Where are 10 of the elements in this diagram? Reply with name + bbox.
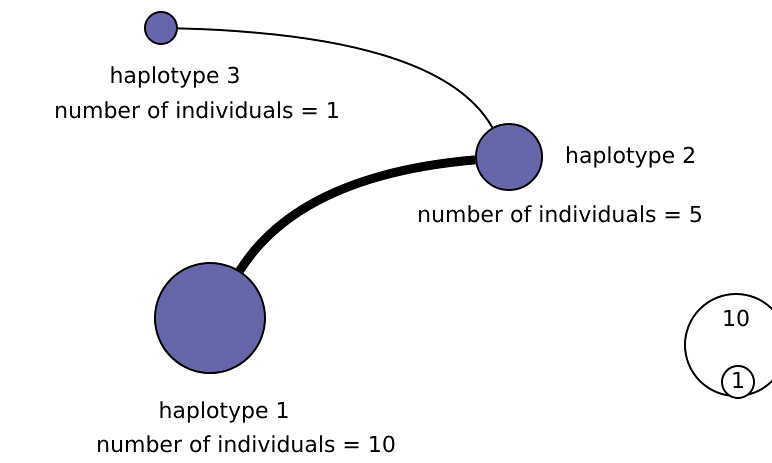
connecting-line	[178, 27, 494, 128]
scale-value: 10	[722, 309, 750, 331]
haplotype-label: haplotype 1	[158, 401, 290, 423]
haplotype-label: number of individuals = 5	[417, 205, 703, 227]
connecting-line	[236, 155, 476, 274]
haplotype-label: number of individuals = 1	[54, 101, 340, 123]
haplotype-label: haplotype 3	[109, 66, 241, 88]
haplotype-label: number of individuals = 10	[96, 435, 396, 457]
haplotype-label: haplotype 2	[565, 146, 696, 168]
scale-value: 1	[731, 371, 745, 393]
